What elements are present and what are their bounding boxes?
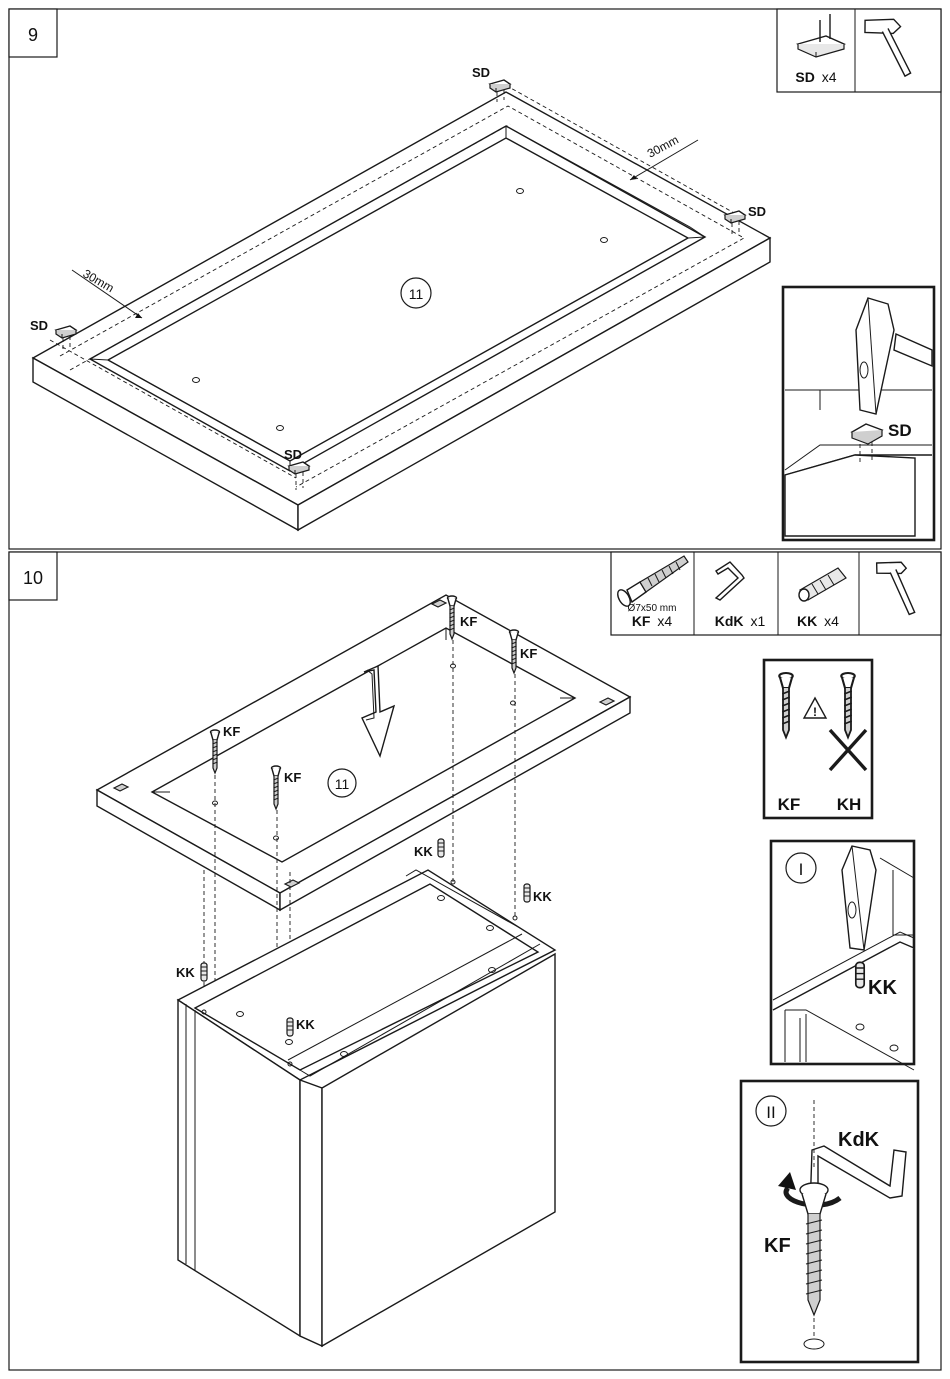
- svg-text:!: !: [813, 705, 817, 719]
- detail-hammer-sd: SD: [783, 287, 934, 540]
- part-code-kf: KF: [632, 613, 651, 629]
- warning-correct-label: KF: [778, 795, 801, 814]
- svg-text:KK: KK: [533, 889, 552, 904]
- part-code-sd: SD: [795, 69, 814, 85]
- warning-kf-vs-kh: ! KF KH: [764, 660, 872, 818]
- svg-text:KF: KF: [284, 770, 301, 785]
- svg-text:SD x4: SD x4: [795, 69, 836, 85]
- step-number: 9: [28, 25, 38, 45]
- svg-text:SD: SD: [472, 65, 490, 80]
- svg-text:II: II: [766, 1103, 775, 1122]
- svg-text:KK: KK: [176, 965, 195, 980]
- part-qty-sd: x4: [822, 69, 837, 85]
- svg-text:KF: KF: [520, 646, 537, 661]
- svg-text:KF x4: KF x4: [632, 613, 673, 629]
- svg-text:KK x4: KK x4: [797, 613, 839, 629]
- svg-text:11: 11: [335, 776, 350, 792]
- part-qty-kdk: x1: [750, 613, 765, 629]
- step-10-panel: 10 Ø7x50 mm KF x4 KdK x1: [9, 552, 941, 1370]
- part-code-kk: KK: [797, 613, 817, 629]
- svg-text:I: I: [799, 860, 804, 879]
- svg-text:SD: SD: [30, 318, 48, 333]
- part-label-11: 11: [401, 278, 431, 308]
- svg-text:KdK x1: KdK x1: [715, 613, 766, 629]
- svg-text:KF: KF: [223, 724, 240, 739]
- svg-text:SD: SD: [284, 447, 302, 462]
- parts-box: SD x4: [777, 9, 941, 92]
- svg-text:KF: KF: [764, 1235, 791, 1257]
- svg-text:KdK: KdK: [838, 1129, 880, 1151]
- warning-wrong-label: KH: [837, 795, 862, 814]
- parts-box: Ø7x50 mm KF x4 KdK x1 KK x4: [611, 552, 941, 635]
- step-number: 10: [23, 568, 43, 588]
- svg-text:11: 11: [409, 286, 424, 302]
- svg-text:SD: SD: [748, 204, 766, 219]
- part-label-11: 11: [328, 769, 356, 797]
- part-code-kdk: KdK: [715, 613, 744, 629]
- svg-text:KF: KF: [460, 614, 477, 629]
- svg-text:KK: KK: [296, 1017, 315, 1032]
- part-qty-kf: x4: [657, 613, 672, 629]
- svg-text:KK: KK: [868, 977, 897, 999]
- part-qty-kk: x4: [824, 613, 839, 629]
- step-9-panel: 9 SD x4: [9, 9, 941, 549]
- kk-dowel-3: KK: [176, 963, 207, 981]
- svg-text:SD: SD: [888, 421, 912, 440]
- svg-text:KK: KK: [414, 844, 433, 859]
- detail-1-dowel-insert: I KK: [771, 841, 914, 1070]
- detail-2-screw-tighten: II KdK KF: [741, 1081, 918, 1362]
